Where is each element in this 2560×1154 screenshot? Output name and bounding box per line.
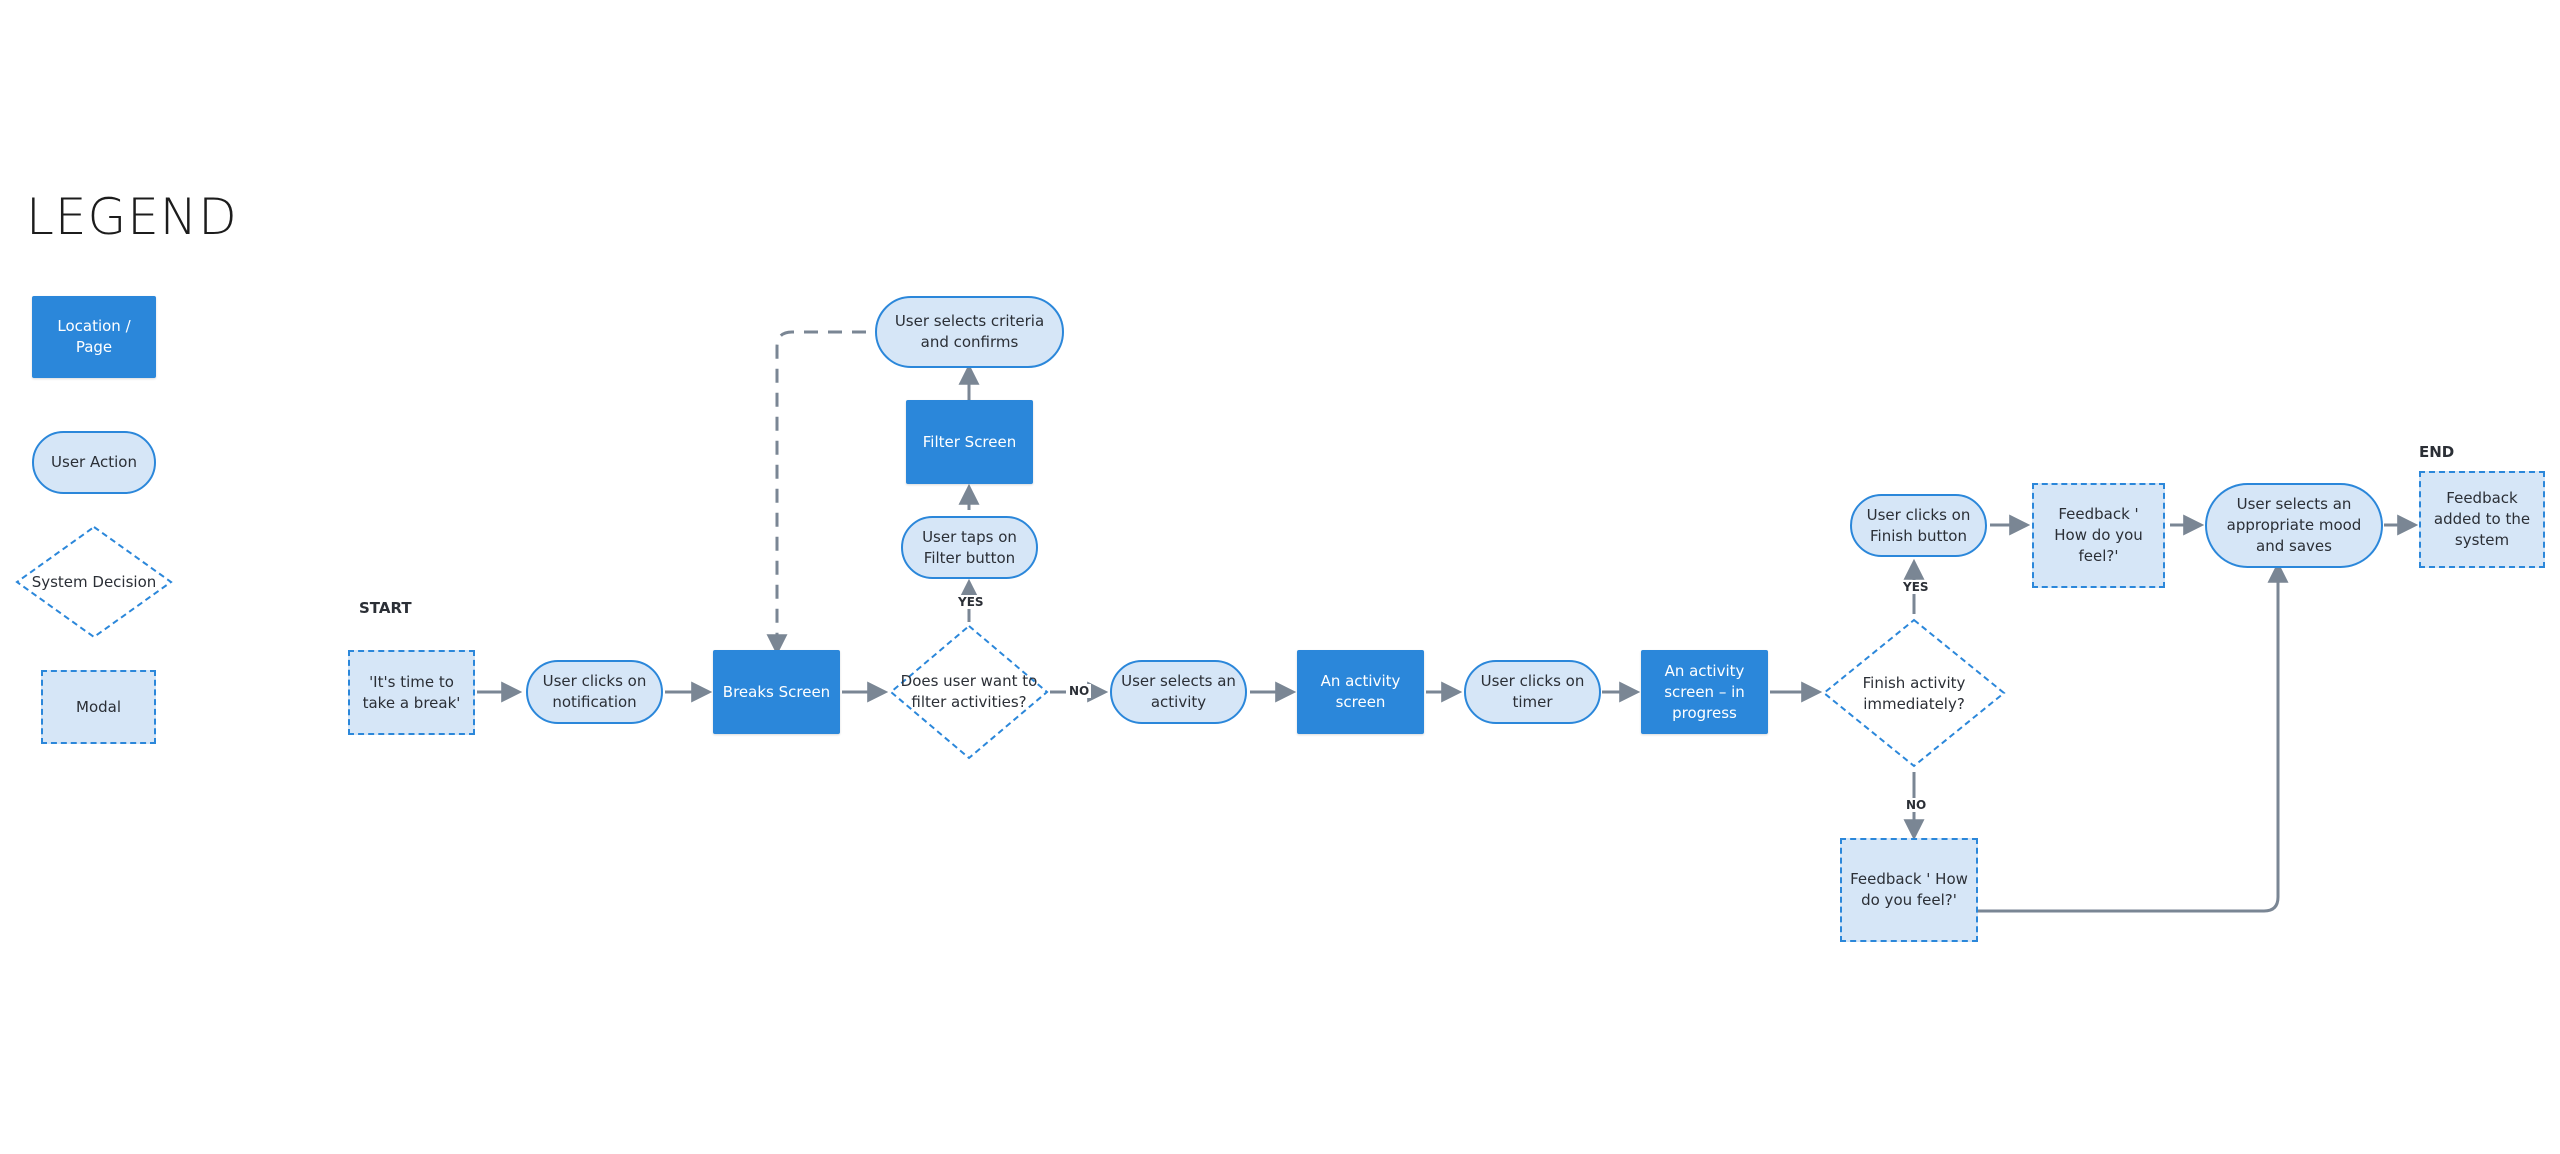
- modal-feedback-bottom: Feedback ' How do you feel?': [1840, 838, 1978, 942]
- legend-decision-diamond: [15, 525, 173, 639]
- action-taps-filter: User taps on Filter button: [901, 516, 1038, 579]
- action-clicks-finish: User clicks on Finish button: [1850, 494, 1987, 557]
- action-selects-criteria: User selects criteria and confirms: [875, 296, 1064, 368]
- legend-modal: Modal: [41, 670, 156, 744]
- action-selects-mood: User selects an appropriate mood and sav…: [2205, 483, 2383, 568]
- modal-feedback-added: Feedback added to the system: [2419, 471, 2545, 568]
- legend-system-decision: System Decision: [31, 572, 157, 591]
- end-label: END: [2419, 443, 2455, 461]
- legend-title: LEGEND: [26, 188, 238, 246]
- action-clicks-timer: User clicks on timer: [1464, 660, 1601, 724]
- action-selects-activity: User selects an activity: [1110, 660, 1247, 724]
- decision-finish-immediately: Finish activity immediately?: [1862, 674, 1966, 713]
- finish-decision-diamond: [1822, 618, 2006, 768]
- connector-feedback-to-mood: [1978, 561, 2289, 913]
- edge-label-finish-yes: YES: [1901, 580, 1931, 594]
- modal-feedback-top: Feedback ' How do you feel?': [2032, 483, 2165, 588]
- location-activity-screen: An activity screen: [1297, 650, 1424, 734]
- location-activity-in-progress: An activity screen – in progress: [1641, 650, 1768, 734]
- legend-location-page: Location / Page: [32, 296, 156, 378]
- location-filter-screen: Filter Screen: [906, 400, 1033, 484]
- decision-filter-activities: Does user want to filter activities?: [900, 672, 1038, 711]
- edge-label-filter-no: NO: [1067, 684, 1092, 698]
- filter-decision-diamond: [889, 624, 1049, 760]
- edge-label-filter-yes: YES: [956, 595, 986, 609]
- edge-label-finish-no: NO: [1904, 798, 1929, 812]
- action-clicks-notification: User clicks on notification: [526, 660, 663, 724]
- location-breaks-screen: Breaks Screen: [713, 650, 840, 734]
- modal-time-to-break: 'It's time to take a break': [348, 650, 475, 735]
- start-label: START: [359, 599, 412, 617]
- dashed-return-to-breaks: [766, 330, 866, 656]
- legend-user-action: User Action: [32, 431, 156, 494]
